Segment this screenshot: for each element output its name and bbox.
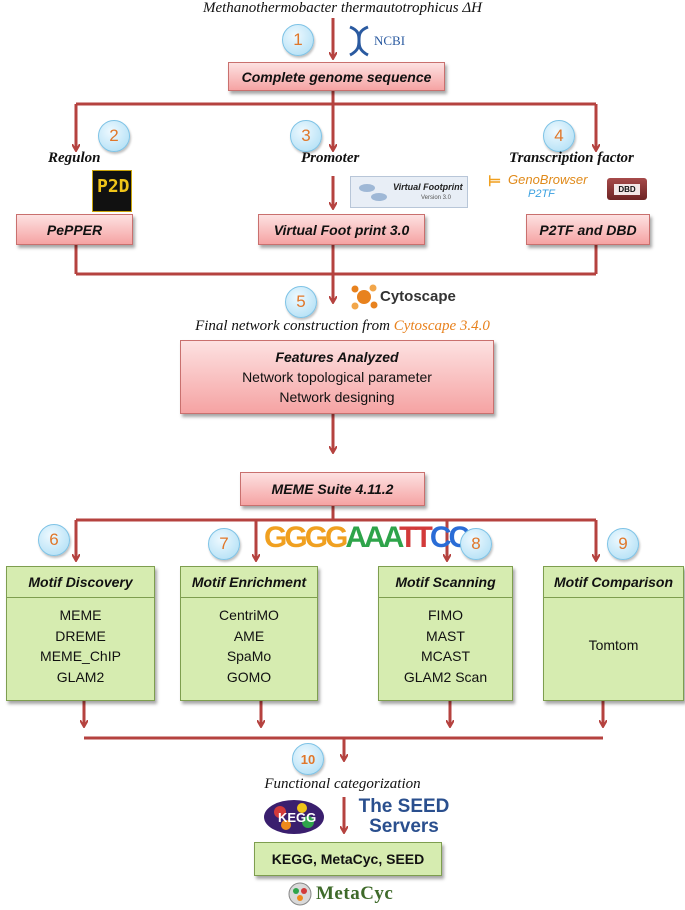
motif-discovery-box: Motif Discovery MEME DREME MEME_ChIP GLA… [6, 566, 155, 701]
virtual-footprint-logo: Virtual Footprint Version 3.0 [350, 176, 468, 208]
final-network-label: Final network construction from Cytoscap… [0, 318, 685, 335]
step-10-badge: 10 [292, 743, 324, 775]
virtual-footprint-version: Version 3.0 [421, 195, 452, 201]
tool-item: GLAM2 [56, 668, 105, 685]
step-2-badge: 2 [98, 120, 130, 152]
metacyc-logo: MetaCyc [288, 880, 428, 908]
features-analyzed-box: Features Analyzed Network topological pa… [180, 340, 494, 414]
organism-title: Methanothermobacter thermautotrophicus Δ… [202, 0, 483, 16]
tool-item: Tomtom [588, 637, 639, 653]
feature-item: Network designing [279, 389, 395, 405]
kegg-logo: KEGG [262, 798, 326, 836]
kegg-metacyc-seed-box: KEGG, MetaCyc, SEED [254, 842, 442, 876]
genobrowser-icon: ⊨ [488, 173, 502, 190]
step-3-badge: 3 [290, 120, 322, 152]
seed-logo-line: The SEED [358, 796, 450, 817]
promoter-label: Promoter [301, 150, 360, 166]
genobrowser-logo: ⊨ GenoBrowser P2TF [488, 172, 592, 208]
genobrowser-text: GenoBrowser [508, 172, 588, 187]
step-9-badge: 9 [607, 528, 639, 560]
features-title: Features Analyzed [275, 349, 399, 365]
motif-enrichment-title: Motif Enrichment [181, 567, 317, 598]
tool-item: GLAM2 Scan [403, 668, 488, 685]
motif-comparison-title: Motif Comparison [544, 567, 683, 598]
p2tf-logo-text: P2TF [528, 188, 555, 200]
regulon-label: Regulon [48, 150, 101, 166]
motif-sequence-logo: GGGGAAATTCC [264, 521, 470, 554]
transcription-factor-label: Transcription factor [509, 150, 634, 166]
tool-item: MCAST [421, 648, 470, 664]
cytoscape-logo: Cytoscape [350, 283, 460, 313]
ncbi-logo: NCBI [344, 24, 424, 58]
tool-item: FIMO [428, 607, 463, 623]
virtual-footprint-box: Virtual Foot print 3.0 [258, 214, 425, 245]
final-network-prefix: Final network construction from [195, 318, 394, 334]
final-network-tool: Cytoscape 3.4.0 [393, 318, 490, 334]
kegg-icon: KEGG [264, 800, 324, 834]
tool-item: DREME [55, 627, 106, 644]
dbd-logo-text: DBD [614, 183, 640, 195]
seed-logo-line: Servers [369, 816, 439, 837]
step-6-badge: 6 [38, 524, 70, 556]
tool-item: AME [233, 627, 265, 644]
step-7-badge: 7 [208, 528, 240, 560]
dbd-logo: DBD [607, 178, 647, 200]
feature-item: Network topological parameter [242, 369, 432, 385]
tool-item: CentriMO [219, 607, 279, 623]
tool-item: MEME_ChIP [40, 648, 121, 664]
metacyc-icon [288, 882, 312, 906]
tool-item: SpaMo [226, 648, 272, 664]
cytoscape-logo-text: Cytoscape [380, 288, 456, 305]
p2tf-dbd-box: P2TF and DBD [526, 214, 650, 245]
kegg-logo-text: KEGG [278, 810, 316, 825]
complete-genome-box: Complete genome sequence [228, 62, 445, 91]
step-5-badge: 5 [285, 286, 317, 318]
tool-item: MAST [426, 627, 465, 644]
step-1-badge: 1 [282, 24, 314, 56]
dna-helix-icon [349, 25, 369, 57]
pepper-logo: P2D [92, 170, 132, 212]
metacyc-logo-text: MetaCyc [316, 883, 394, 904]
motif-scanning-title: Motif Scanning [379, 567, 512, 598]
step-4-badge: 4 [543, 120, 575, 152]
cytoscape-icon [351, 284, 378, 310]
tool-item: GOMO [226, 668, 272, 685]
ncbi-logo-text: NCBI [374, 33, 406, 48]
virtual-footprint-logo-text: Virtual Footprint [393, 182, 463, 192]
motif-discovery-title: Motif Discovery [7, 567, 154, 598]
functional-categorization-label: Functional categorization [264, 776, 421, 792]
step-8-badge: 8 [460, 528, 492, 560]
pepper-box: PePPER [16, 214, 133, 245]
motif-comparison-box: Motif Comparison Tomtom [543, 566, 684, 701]
seed-logo: The SEED Servers [352, 797, 456, 839]
meme-suite-box: MEME Suite 4.11.2 [240, 472, 425, 506]
motif-enrichment-box: Motif Enrichment CentriMO AME SpaMo GOMO [180, 566, 318, 701]
motif-scanning-box: Motif Scanning FIMO MAST MCAST GLAM2 Sca… [378, 566, 513, 701]
footprint-icon [359, 184, 387, 201]
tool-item: MEME [59, 607, 102, 623]
